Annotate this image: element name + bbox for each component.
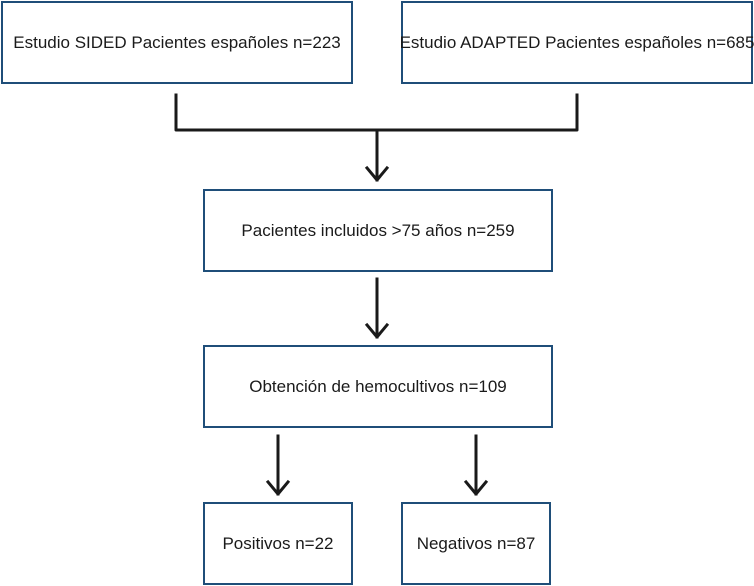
arrowhead-included [364,165,390,182]
node-negative: Negativos n=87 [401,502,551,585]
node-blood-cultures-label: Obtención de hemocultivos n=109 [249,376,507,396]
node-blood-cultures: Obtención de hemocultivos n=109 [203,345,553,428]
merge-connector [174,93,579,132]
node-included-patients: Pacientes incluidos >75 años n=259 [203,189,553,272]
node-adapted-label: Estudio ADAPTED Pacientes españoles n=68… [399,32,754,52]
node-negative-label: Negativos n=87 [416,533,536,553]
node-included-label: Pacientes incluidos >75 años n=259 [241,220,515,240]
node-adapted-study: Estudio ADAPTED Pacientes españoles n=68… [399,1,754,84]
arrowhead-negative [463,479,489,496]
node-positive: Positivos n=22 [203,502,353,585]
node-sided-label: Estudio SIDED Pacientes españoles n=223 [13,32,341,52]
arrowhead-blood-cultures [364,322,390,339]
node-sided-study: Estudio SIDED Pacientes españoles n=223 [1,1,353,84]
node-positive-label: Positivos n=22 [222,533,334,553]
arrowhead-positive [265,479,291,496]
